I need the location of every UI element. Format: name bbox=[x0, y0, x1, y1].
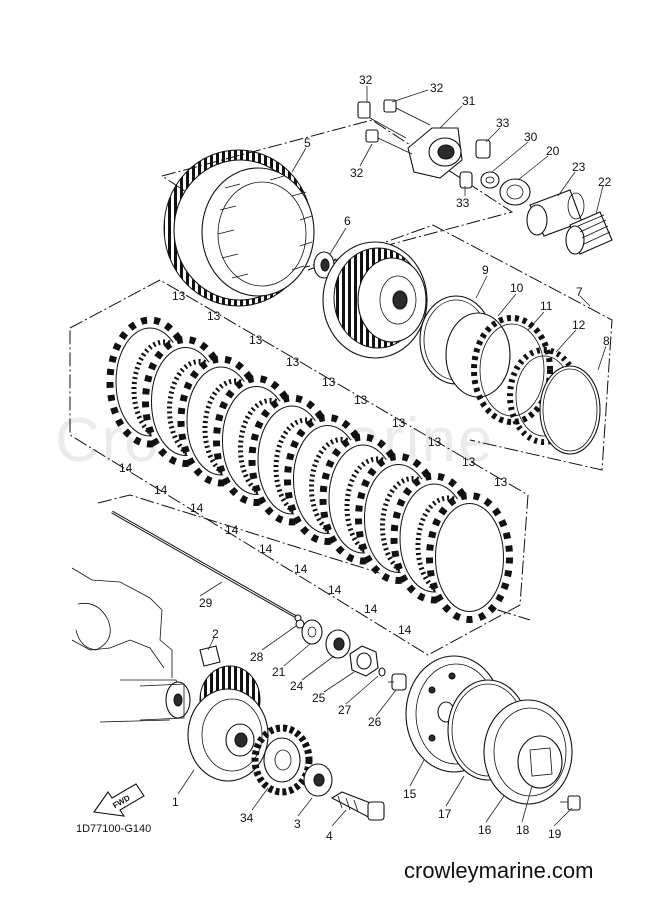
callout-5: 5 bbox=[304, 136, 311, 150]
callout-31: 31 bbox=[462, 94, 476, 108]
callout-7: 7 bbox=[576, 285, 583, 299]
part-10-ring bbox=[445, 312, 511, 398]
part-26-bolt bbox=[388, 673, 407, 691]
part-21-washer bbox=[301, 619, 323, 645]
callout-14: 14 bbox=[225, 523, 239, 537]
callout-14: 14 bbox=[190, 501, 204, 515]
callout-12: 12 bbox=[572, 318, 586, 332]
part-4-bolt bbox=[330, 791, 385, 821]
callout-11: 11 bbox=[540, 299, 553, 313]
callout-13: 13 bbox=[428, 435, 442, 449]
callout-21: 21 bbox=[272, 665, 286, 679]
fwd-arrow-icon: FWD bbox=[93, 783, 145, 817]
callout-14: 14 bbox=[328, 583, 342, 597]
callout-22: 22 bbox=[598, 175, 612, 189]
clutch-boss bbox=[322, 241, 428, 359]
callout-33: 33 bbox=[496, 116, 510, 130]
plate-stack bbox=[106, 316, 513, 623]
callout-19: 19 bbox=[548, 827, 562, 841]
crankcase-outline bbox=[71, 567, 191, 723]
part-31-housing bbox=[407, 127, 463, 179]
callout-30: 30 bbox=[524, 130, 538, 144]
callout-14: 14 bbox=[398, 623, 412, 637]
callout-32: 32 bbox=[359, 73, 373, 87]
callout-labels: 32 32 31 33 30 20 23 22 32 33 5 6 9 10 7… bbox=[119, 73, 612, 843]
part-5-clutch-housing bbox=[163, 149, 315, 307]
callout-32: 32 bbox=[430, 81, 444, 95]
callout-6: 6 bbox=[344, 214, 351, 228]
part-2-key bbox=[199, 645, 221, 667]
callout-4: 4 bbox=[326, 829, 333, 843]
callout-23: 23 bbox=[572, 160, 586, 174]
part-24-washer bbox=[325, 629, 351, 659]
callout-13: 13 bbox=[207, 309, 221, 323]
callout-14: 14 bbox=[259, 542, 273, 556]
callout-17: 17 bbox=[438, 807, 452, 821]
callout-10: 10 bbox=[510, 281, 524, 295]
callout-33: 33 bbox=[456, 196, 470, 210]
part-22-needle-bearing bbox=[565, 211, 613, 255]
part-33-collars bbox=[459, 139, 491, 189]
callout-27: 27 bbox=[338, 703, 352, 717]
part-27-oring bbox=[378, 667, 386, 677]
part-32-bolts bbox=[357, 99, 431, 155]
callout-3: 3 bbox=[294, 817, 301, 831]
callout-14: 14 bbox=[294, 562, 308, 576]
callout-14: 14 bbox=[119, 461, 133, 475]
part-25-nut bbox=[349, 645, 379, 677]
part-18-plate bbox=[517, 735, 563, 789]
part-23-sleeve bbox=[526, 189, 585, 237]
plate-pair bbox=[426, 492, 513, 623]
callout-13: 13 bbox=[462, 455, 476, 469]
callout-24: 24 bbox=[290, 679, 304, 693]
part-19-bolt bbox=[560, 795, 581, 811]
callout-32: 32 bbox=[350, 166, 364, 180]
leader-lines bbox=[177, 86, 607, 827]
callout-1: 1 bbox=[172, 795, 179, 809]
part-30-washer bbox=[480, 171, 500, 189]
callout-13: 13 bbox=[354, 393, 368, 407]
callout-20: 20 bbox=[546, 144, 560, 158]
callout-13: 13 bbox=[392, 416, 406, 430]
diagram-code: 1D77100-G140 bbox=[76, 823, 152, 835]
callout-13: 13 bbox=[172, 289, 186, 303]
callout-18: 18 bbox=[516, 823, 530, 837]
callout-16: 16 bbox=[478, 823, 492, 837]
callout-14: 14 bbox=[364, 602, 378, 616]
part-8-ring bbox=[539, 365, 601, 455]
callout-8: 8 bbox=[603, 334, 610, 348]
part-34-sprocket bbox=[251, 724, 313, 796]
friction-plate-inner bbox=[435, 503, 504, 612]
callout-13: 13 bbox=[322, 375, 336, 389]
part-3-washer bbox=[303, 763, 333, 797]
callout-15: 15 bbox=[403, 787, 417, 801]
part-1-primary-drive-gear bbox=[187, 665, 269, 782]
friction-plate bbox=[426, 492, 513, 623]
callout-13: 13 bbox=[249, 333, 263, 347]
callout-26: 26 bbox=[368, 715, 382, 729]
callout-25: 25 bbox=[312, 691, 326, 705]
callout-28: 28 bbox=[250, 650, 264, 664]
callout-14: 14 bbox=[154, 483, 168, 497]
part-20-seal bbox=[499, 178, 531, 206]
site-footer: crowleymarine.com bbox=[404, 858, 594, 883]
callout-29: 29 bbox=[199, 596, 213, 610]
callout-13: 13 bbox=[494, 475, 508, 489]
callout-34: 34 bbox=[240, 811, 254, 825]
callout-13: 13 bbox=[286, 355, 300, 369]
callout-9: 9 bbox=[482, 263, 489, 277]
callout-2: 2 bbox=[212, 627, 219, 641]
